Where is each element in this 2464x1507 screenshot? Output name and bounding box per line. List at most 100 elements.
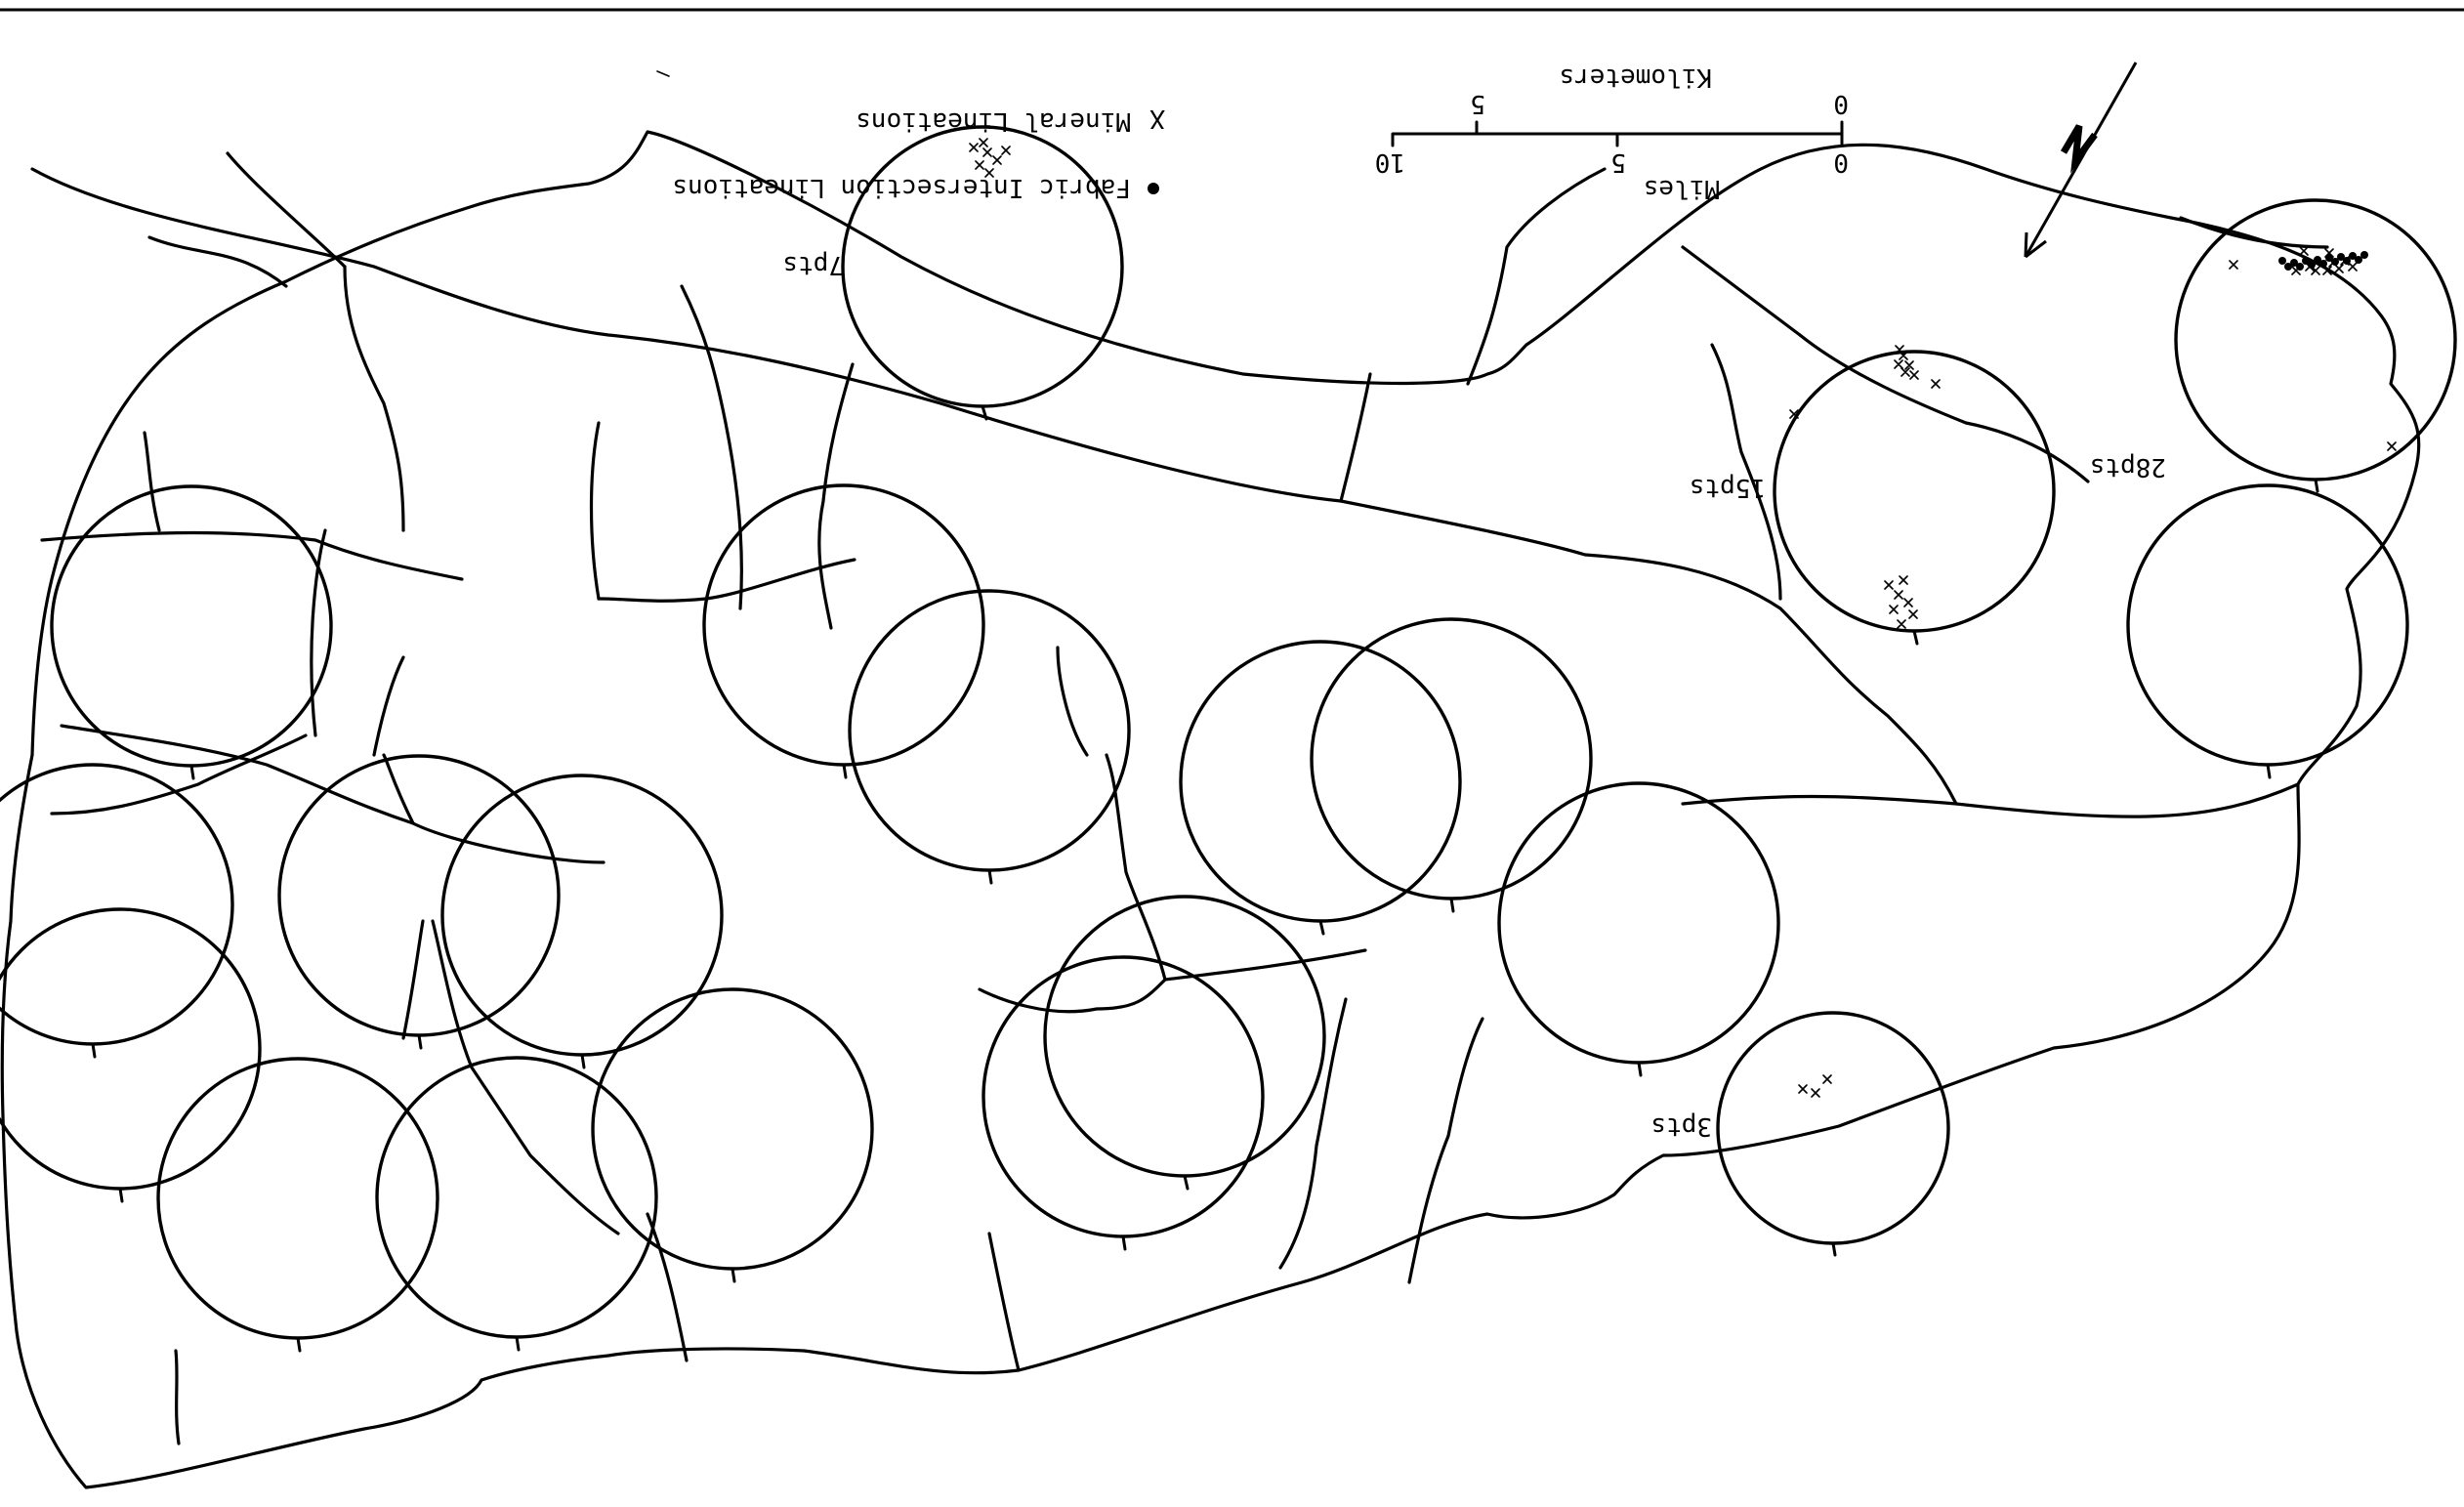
boundary-32 <box>382 753 415 825</box>
net-tick <box>580 1053 586 1069</box>
mineral-markers <box>2229 246 2397 451</box>
boundary-23 <box>2179 216 2329 249</box>
boundary-24 <box>1798 333 2090 483</box>
mi-title: Miles <box>1644 174 1720 203</box>
legend: Fabric Intersection Lineations X Mineral… <box>656 70 1165 202</box>
boundary-8 <box>343 265 405 532</box>
net-circle <box>2126 483 2409 767</box>
net-circle <box>375 1056 658 1339</box>
mineral-markers <box>969 138 1011 178</box>
net-tick <box>1183 1174 1190 1191</box>
legend-fabric-label: Fabric Intersection Lineations <box>672 173 1131 202</box>
boundary-10 <box>60 724 606 864</box>
net-tick <box>1637 1061 1643 1077</box>
net-tick <box>1449 897 1455 913</box>
net-J <box>156 1057 439 1353</box>
net-tick <box>731 1267 736 1283</box>
net-circle <box>1043 895 1326 1178</box>
net-circle <box>277 754 561 1037</box>
boundary-13 <box>589 421 601 601</box>
boundary-16 <box>310 528 327 737</box>
net-H <box>375 1056 658 1352</box>
net-A: 7pts <box>782 125 1124 421</box>
boundary-17 <box>147 235 288 288</box>
fabric-dot-symbol <box>1148 183 1159 194</box>
mi-label-5: 5 <box>1470 89 1485 118</box>
stray-mark <box>656 70 670 77</box>
net-circle <box>1773 350 2056 633</box>
net-tick <box>1121 1235 1127 1251</box>
net-label-15pts: 15pts <box>1690 473 1766 502</box>
stereonets: 7pts 15pts 28pts <box>0 125 2457 1353</box>
boundary-14 <box>40 530 464 581</box>
boundary-19 <box>431 919 620 1235</box>
region-boundaries <box>0 130 2421 1489</box>
net-O <box>848 589 1131 885</box>
net-S <box>702 483 985 779</box>
boundary-22 <box>1466 167 1607 386</box>
mi-label-0: 0 <box>1833 89 1849 118</box>
outer-boundary <box>0 130 2421 1489</box>
net-tick <box>417 1033 423 1050</box>
net-tick <box>91 1042 97 1059</box>
boundary-12 <box>597 558 856 603</box>
net-tick <box>1318 919 1325 936</box>
net-tick <box>2266 763 2272 779</box>
km-label-10: 10 <box>1375 147 1405 177</box>
net-tick <box>118 1187 124 1203</box>
net-circle <box>1497 781 1780 1065</box>
net-I <box>591 987 874 1283</box>
boundary-21 <box>1339 372 1372 503</box>
boundary-2 <box>1339 499 1958 806</box>
net-circle <box>1179 640 1462 923</box>
boundary-27 <box>1407 1017 1484 1284</box>
boundary-6 <box>817 362 855 630</box>
legend-mineral-symbol: X <box>1149 104 1165 133</box>
net-L <box>440 774 724 1069</box>
net-circle <box>981 955 1265 1238</box>
boundary-1 <box>1681 782 2300 818</box>
boundary-25 <box>1681 245 1802 337</box>
boundary-18 <box>174 1349 181 1445</box>
net-circle <box>702 483 985 767</box>
net-circle <box>50 484 333 768</box>
boundary-15 <box>50 733 308 816</box>
net-tick <box>981 404 988 421</box>
net-D <box>1179 640 1462 936</box>
boundary-3 <box>30 167 1343 503</box>
scale-bars: 0 5 10 0 5 Kilometers Miles <box>1375 63 1849 203</box>
boundary-11 <box>1056 646 1089 757</box>
net-tick <box>1912 629 1919 646</box>
boundary-28 <box>1278 997 1348 1270</box>
net-tick <box>1831 1241 1837 1257</box>
boundary-31 <box>372 655 405 757</box>
net-tick <box>515 1335 521 1352</box>
net-circle <box>0 907 262 1191</box>
net-M <box>277 754 561 1050</box>
rotated-figure: Fabric Intersection Lineations X Mineral… <box>0 8 2464 1489</box>
mineral-markers <box>1798 1074 1832 1098</box>
boundary-5 <box>1105 753 1167 982</box>
net-tick <box>842 763 848 779</box>
net-circle <box>440 774 724 1057</box>
boundary-20 <box>646 1212 689 1362</box>
boundary-7 <box>680 284 743 610</box>
net-R <box>50 484 333 780</box>
net-G <box>1043 895 1326 1191</box>
net-Q <box>1310 617 1593 913</box>
km-title: Kilometers <box>1559 63 1712 92</box>
net-K <box>0 907 262 1203</box>
legend-mineral-label: Mineral Lineations <box>856 106 1131 136</box>
boundary-26 <box>1710 343 1782 601</box>
boundary-9 <box>226 151 347 269</box>
net-label-28pts: 28pts <box>2090 452 2166 481</box>
north-letter-n <box>2060 124 2098 174</box>
boundary-29 <box>987 1232 1021 1372</box>
north-arrow-head <box>2024 231 2047 259</box>
boundary-4 <box>978 948 1367 1014</box>
mineral-markers <box>1789 345 1941 629</box>
net-label-7pts: 7pts <box>782 250 844 279</box>
north-arrow: N <box>2024 62 2138 259</box>
